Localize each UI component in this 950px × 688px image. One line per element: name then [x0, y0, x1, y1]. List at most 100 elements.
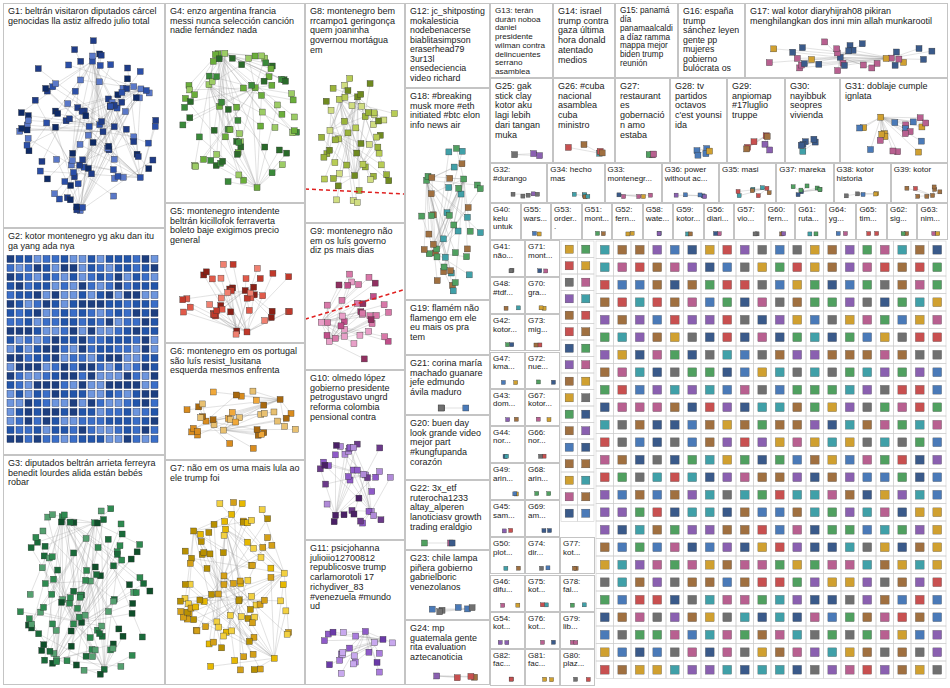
vertex-icon [258, 92, 264, 98]
vertex-icon [97, 408, 104, 415]
vertex-icon [209, 276, 215, 282]
vertex-icon [119, 90, 125, 96]
vertex-icon [43, 390, 50, 397]
vertex-icon [229, 511, 235, 517]
vertex-icon [178, 608, 184, 614]
vertex-icon [799, 188, 803, 192]
vertex-icon [39, 648, 45, 654]
edge-line [218, 519, 267, 594]
vertex-icon [246, 55, 252, 61]
vertex-icon [893, 49, 899, 55]
vertex-icon [241, 177, 247, 183]
vertex-icon [40, 528, 46, 534]
vertex-icon [135, 154, 141, 160]
vertex-icon [191, 617, 197, 623]
edge-line [111, 106, 141, 178]
vertex-icon [34, 381, 41, 388]
vertex-icon [133, 354, 140, 361]
edge-line [214, 594, 219, 642]
edge-line [80, 129, 126, 210]
vertex-icon [89, 171, 95, 177]
vertex-icon [34, 390, 41, 397]
vertex-icon [43, 273, 50, 280]
vertex-icon [766, 60, 772, 66]
vertex-icon [142, 408, 149, 415]
vertex-icon [97, 381, 104, 388]
edge-line [100, 125, 149, 143]
vertex-icon [105, 609, 111, 615]
vertex-icon [129, 610, 135, 616]
vertex-icon [233, 419, 239, 425]
vertex-icon [124, 381, 131, 388]
vertex-icon [147, 588, 153, 594]
vertex-icon [245, 577, 251, 583]
vertex-icon [372, 280, 378, 286]
vertex-icon [145, 140, 151, 146]
vertex-icon [459, 161, 465, 167]
vertex-icon [79, 426, 86, 433]
edge-line [226, 529, 271, 568]
vertex-icon [124, 291, 131, 298]
vertex-icon [214, 308, 220, 314]
vertex-icon [191, 528, 197, 534]
vertex-icon [391, 111, 397, 117]
vertex-icon [83, 653, 89, 659]
vertex-icon [204, 565, 210, 571]
vertex-icon [151, 417, 158, 424]
vertex-icon [258, 554, 264, 560]
edge-line [77, 89, 141, 210]
vertex-icon [52, 408, 59, 415]
vertex-icon [79, 345, 86, 352]
vertex-icon [438, 405, 444, 411]
vertex-icon [263, 60, 269, 66]
vertex-icon [920, 56, 926, 62]
vertex-icon [151, 426, 158, 433]
vertex-icon [352, 173, 358, 179]
vertex-icon [81, 667, 87, 673]
vertex-icon [648, 193, 652, 197]
vertex-icon [142, 399, 149, 406]
vertex-icon [61, 372, 68, 379]
vertex-icon [283, 415, 289, 421]
vertex-icon [7, 345, 14, 352]
edge-line [21, 61, 92, 113]
edge-line [226, 529, 251, 609]
vertex-icon [390, 640, 396, 646]
vertex-icon [16, 426, 23, 433]
vertex-icon [434, 673, 440, 679]
vertex-icon [376, 650, 382, 656]
vertex-icon [283, 608, 289, 614]
vertex-icon [208, 157, 214, 163]
vertex-icon [139, 634, 145, 640]
edge-line [320, 469, 335, 515]
vertex-icon [617, 193, 621, 197]
vertex-icon [227, 440, 233, 446]
vertex-icon [254, 427, 260, 433]
vertex-icon [118, 521, 124, 527]
vertex-icon [34, 399, 41, 406]
vertex-icon [187, 99, 193, 105]
edge-line [187, 399, 280, 409]
vertex-icon [7, 426, 14, 433]
edge-line [74, 523, 82, 623]
vertex-icon [79, 264, 86, 271]
edge-line [330, 130, 389, 180]
vertex-icon [465, 205, 471, 211]
vertex-icon [119, 557, 125, 563]
edge-line [36, 537, 104, 669]
vertex-icon [430, 241, 436, 247]
vertex-icon [7, 264, 14, 271]
vertex-icon [7, 390, 14, 397]
vertex-icon [43, 363, 50, 370]
vertex-icon [330, 629, 336, 635]
vertex-icon [270, 270, 276, 276]
vertex-icon [61, 309, 68, 316]
vertex-icon [85, 132, 91, 138]
vertex-icon [133, 255, 140, 262]
cluster-drawing [694, 146, 713, 159]
vertex-icon [34, 327, 41, 334]
vertex-icon [25, 135, 31, 141]
vertex-icon [860, 62, 866, 68]
vertex-icon [260, 544, 266, 550]
edge-line [92, 61, 123, 88]
